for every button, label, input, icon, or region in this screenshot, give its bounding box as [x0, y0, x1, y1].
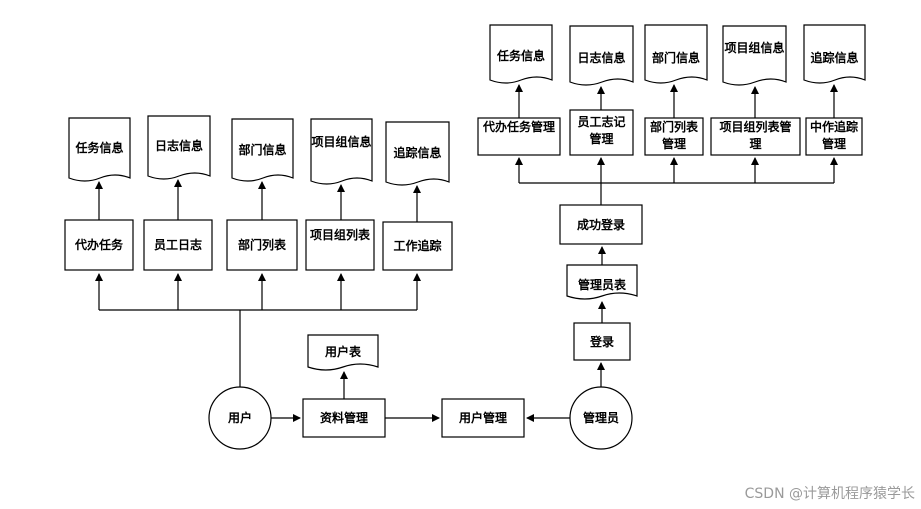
right-box-dept-list-mgmt: 部门列表管理	[644, 117, 704, 156]
left-box-to-doc-arrows	[95, 179, 421, 222]
left-box-employee-log: 员工日志	[143, 219, 213, 271]
left-doc-log-info: 日志信息	[147, 115, 211, 180]
right-bus	[515, 157, 838, 205]
svg-text:追踪信息: 追踪信息	[810, 50, 858, 65]
login-success-box: 成功登录	[559, 204, 643, 245]
svg-text:用户管理: 用户管理	[458, 410, 507, 425]
svg-text:用户: 用户	[227, 410, 252, 425]
svg-text:日志信息: 日志信息	[577, 50, 625, 65]
svg-text:登录: 登录	[589, 334, 614, 349]
svg-text:日志信息: 日志信息	[155, 138, 203, 153]
right-doc-task-info: 任务信息	[489, 24, 553, 84]
right-doc-dept-info: 部门信息	[644, 24, 708, 84]
login-box: 登录	[573, 322, 631, 361]
left-box-dept-list: 部门列表	[226, 219, 298, 271]
svg-text:追踪信息: 追踪信息	[393, 145, 441, 160]
right-box-employee-log-mgmt: 员工志记管理	[569, 109, 634, 156]
svg-text:部门信息: 部门信息	[238, 142, 286, 157]
svg-text:用户表: 用户表	[324, 344, 362, 359]
svg-text:资料管理: 资料管理	[320, 410, 368, 425]
right-box-to-doc-arrows	[515, 84, 838, 118]
data-mgmt-box: 资料管理	[302, 398, 386, 438]
svg-text:工作追踪: 工作追踪	[393, 238, 441, 253]
left-bus	[95, 273, 421, 388]
right-box-pending-task-mgmt: 代办任务管理	[477, 117, 561, 156]
left-doc-trace-info: 追踪信息	[385, 121, 450, 186]
left-box-work-trace: 工作追踪	[382, 221, 453, 271]
svg-text:员工日志: 员工日志	[154, 237, 202, 252]
right-doc-project-info: 项目组信息	[722, 25, 787, 86]
user-table-doc: 用户表	[307, 334, 379, 371]
left-doc-dept-info: 部门信息	[231, 118, 294, 182]
left-box-pending-tasks: 代办任务	[64, 219, 134, 271]
svg-text:任务信息: 任务信息	[74, 140, 123, 155]
right-box-project-list-mgmt: 项目组列表管理	[710, 117, 801, 156]
user-node: 用户	[208, 386, 272, 450]
admin-table-doc: 管理员表	[566, 264, 638, 300]
left-doc-task-info: 任务信息	[68, 117, 131, 182]
watermark: CSDN @计算机程序猿学长	[744, 486, 915, 502]
svg-text:部门信息: 部门信息	[652, 50, 700, 65]
svg-text:代办任务: 代办任务	[74, 237, 124, 252]
svg-text:管理员表: 管理员表	[578, 277, 627, 292]
left-box-project-list: 项目组列表	[305, 219, 375, 271]
svg-text:管理员: 管理员	[583, 410, 619, 425]
user-mgmt-box: 用户管理	[441, 398, 525, 438]
right-doc-log-info: 日志信息	[569, 25, 634, 86]
svg-text:成功登录: 成功登录	[577, 217, 625, 232]
admin-node: 管理员	[569, 386, 633, 450]
svg-text:部门列表: 部门列表	[238, 237, 287, 252]
right-doc-trace-info: 追踪信息	[803, 24, 866, 84]
left-doc-project-info: 项目组信息	[310, 118, 373, 185]
right-box-trace-mgmt: 中作追踪管理	[805, 117, 863, 156]
svg-text:任务信息: 任务信息	[496, 48, 545, 63]
